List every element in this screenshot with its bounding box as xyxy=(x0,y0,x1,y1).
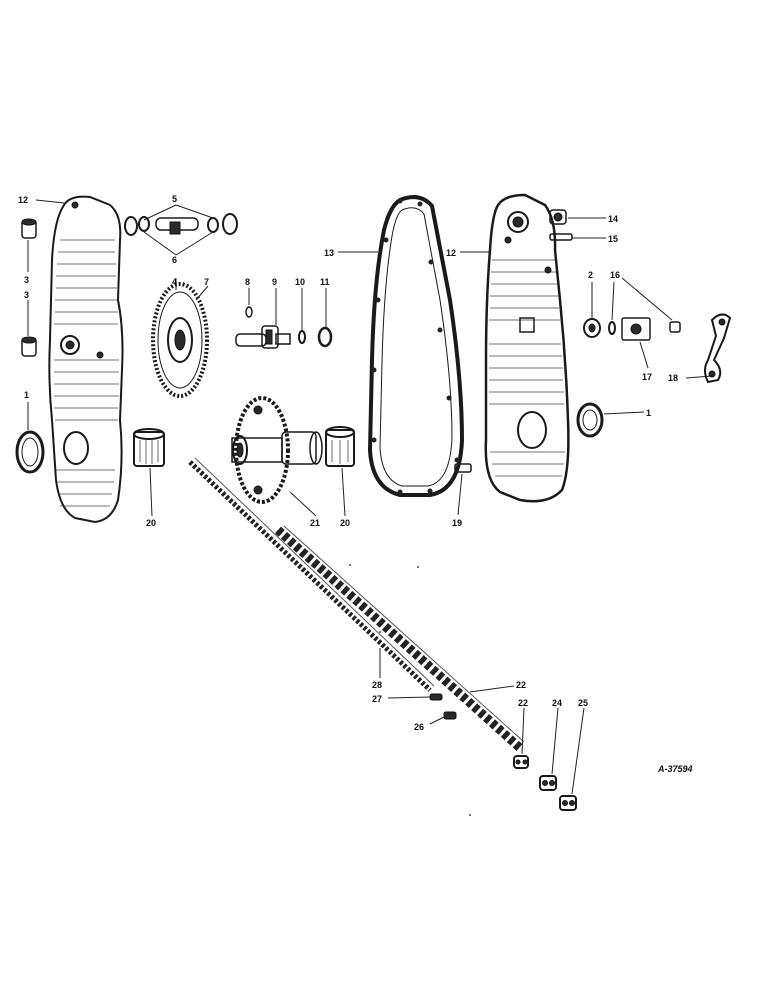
callout-14: 14 xyxy=(608,214,618,224)
callout-1-left: 1 xyxy=(24,390,29,400)
callout-22-a: 22 xyxy=(516,680,526,690)
bearing-2 xyxy=(583,318,601,338)
link-23 xyxy=(513,755,529,769)
gasket-13 xyxy=(367,195,465,497)
chain-28 xyxy=(188,457,435,692)
callout-12-right: 12 xyxy=(446,248,456,258)
callout-3-upper: 3 xyxy=(24,275,29,285)
callout-8: 8 xyxy=(245,277,250,287)
bearing-20-right xyxy=(325,426,355,467)
part-16-b xyxy=(669,321,681,333)
callout-11: 11 xyxy=(320,277,330,287)
callout-9: 9 xyxy=(272,277,277,287)
specks xyxy=(349,564,471,816)
callout-20-left: 20 xyxy=(146,518,156,528)
callout-7: 7 xyxy=(204,277,209,287)
seal-1-right xyxy=(576,402,604,438)
callout-19: 19 xyxy=(452,518,462,528)
link-25 xyxy=(559,795,577,811)
shaft-9 xyxy=(235,325,291,349)
callout-20-right: 20 xyxy=(340,518,350,528)
callout-12-left: 12 xyxy=(18,195,28,205)
callout-3-lower: 3 xyxy=(24,290,29,300)
callout-25: 25 xyxy=(578,698,588,708)
chain-22 xyxy=(274,525,525,752)
sprocket-7 xyxy=(151,282,209,398)
callout-28: 28 xyxy=(372,680,382,690)
callout-1-right: 1 xyxy=(646,408,651,418)
sprocket-21 xyxy=(231,396,323,504)
pin-19 xyxy=(454,463,472,473)
link-27 xyxy=(429,693,443,701)
link-24 xyxy=(539,775,557,791)
callout-26: 26 xyxy=(414,722,424,732)
shaft-6-with-rings xyxy=(124,213,238,236)
callout-18: 18 xyxy=(668,373,678,383)
callout-2: 2 xyxy=(588,270,593,280)
bracket-18 xyxy=(704,313,732,384)
callouts: 12 3 3 1 5 6 4 7 8 9 10 11 20 21 20 13 1… xyxy=(18,194,693,774)
block-17 xyxy=(621,317,651,341)
figure-reference-number: A-37594 xyxy=(657,764,693,774)
left-housing-cover xyxy=(48,195,124,524)
bearing-3-lower xyxy=(21,336,37,357)
washer-11 xyxy=(317,326,333,348)
callout-15: 15 xyxy=(608,234,618,244)
callout-16: 16 xyxy=(610,270,620,280)
callout-4: 4 xyxy=(172,277,177,287)
callout-24: 24 xyxy=(552,698,562,708)
callout-22-b: 22 xyxy=(518,698,528,708)
bearing-3-upper xyxy=(21,218,37,239)
pin-15 xyxy=(549,233,573,241)
part-16-a xyxy=(608,321,616,335)
callout-6: 6 xyxy=(172,255,177,265)
callout-13: 13 xyxy=(324,248,334,258)
callout-21: 21 xyxy=(310,518,320,528)
leader-lines xyxy=(27,199,713,795)
callout-5: 5 xyxy=(172,194,177,204)
plug-14 xyxy=(549,209,567,225)
seal-1-left xyxy=(15,430,45,474)
callout-10: 10 xyxy=(295,277,305,287)
washer-10 xyxy=(298,330,306,344)
bearing-20-left xyxy=(133,428,165,467)
callout-27: 27 xyxy=(372,694,382,704)
link-26 xyxy=(443,711,457,720)
right-housing-cover xyxy=(484,193,570,503)
callout-17: 17 xyxy=(642,372,652,382)
